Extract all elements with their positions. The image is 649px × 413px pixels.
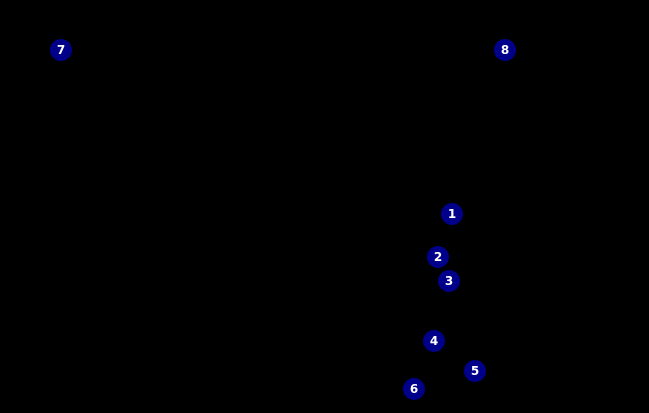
marker-3[interactable]: 3 <box>438 270 460 292</box>
marker-5[interactable]: 5 <box>464 360 486 382</box>
marker-6[interactable]: 6 <box>403 378 425 400</box>
marker-4[interactable]: 4 <box>423 330 445 352</box>
marker-1[interactable]: 1 <box>441 203 463 225</box>
marker-7[interactable]: 7 <box>50 39 72 61</box>
marker-8[interactable]: 8 <box>494 39 516 61</box>
marker-2[interactable]: 2 <box>427 246 449 268</box>
